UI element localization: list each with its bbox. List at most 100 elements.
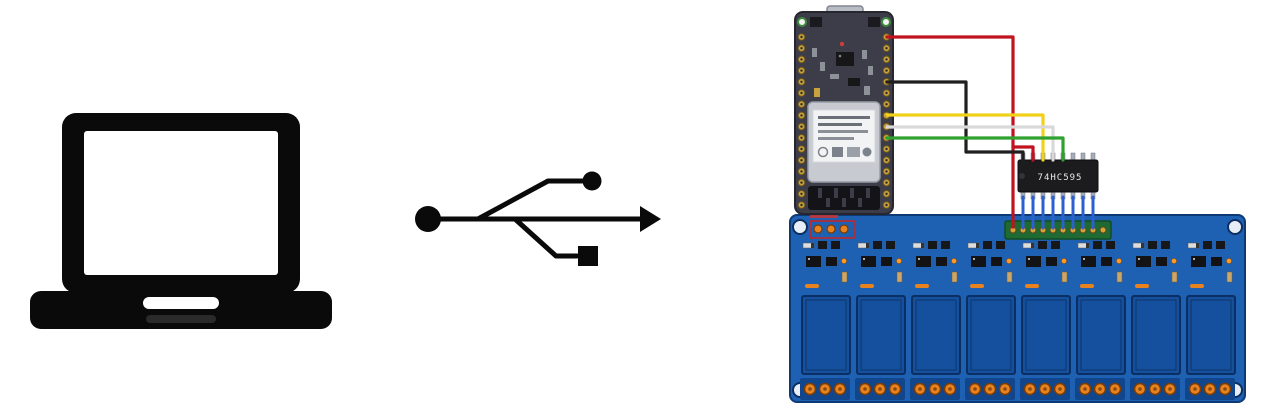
status-led (1061, 258, 1067, 264)
terminal-screw-slot (1113, 387, 1117, 391)
transistor (1106, 241, 1115, 249)
esp32-pin-hole (885, 91, 888, 95)
relay (1021, 295, 1071, 375)
esp32-pin-hole (885, 170, 888, 173)
esp32-pin-hole (885, 69, 888, 72)
esp32-pin-hole (800, 91, 803, 95)
status-led (1171, 258, 1177, 264)
driver-ic (1101, 257, 1112, 266)
esp32-shield-module (807, 101, 881, 183)
relay-channel (855, 241, 906, 400)
resistor (841, 271, 848, 283)
usb-lower-branch (512, 216, 580, 259)
resistor (1171, 271, 1178, 283)
esp32-pin-hole (885, 192, 888, 195)
esp32-pin-hole (800, 35, 803, 39)
mounting-hole (792, 219, 808, 235)
esp32-pin-hole (885, 47, 888, 50)
optocoupler (806, 256, 821, 267)
terminal-screw-slot (808, 387, 812, 391)
esp32-pin-hole (885, 103, 888, 106)
esp32-corner-hole (797, 17, 807, 27)
transistor (1216, 241, 1225, 249)
terminal-screw-slot (1028, 387, 1032, 391)
driver-ic (826, 257, 837, 266)
relay (1131, 295, 1181, 375)
optocoupler (1191, 256, 1206, 267)
resistor (915, 284, 929, 288)
esp32-pin-hole (800, 125, 803, 128)
diode-band (921, 243, 924, 248)
relay (911, 295, 961, 375)
en-button (810, 17, 822, 27)
wire-latch (885, 136, 1065, 162)
resistor (1190, 284, 1204, 288)
shift-register-chip: 74HC595 (1017, 152, 1099, 200)
label-logo (847, 147, 860, 157)
power-terminal-screw (813, 224, 823, 234)
terminal-screw-slot (918, 387, 922, 391)
esp32-smd-components (812, 41, 873, 97)
label-text-line (818, 130, 868, 133)
resistor (1080, 284, 1094, 288)
relay-outline (1025, 299, 1067, 371)
optocoupler (971, 256, 986, 267)
transistor (1038, 241, 1047, 249)
laptop-touchpad-notch (143, 297, 219, 309)
terminal-screw-slot (1153, 387, 1157, 391)
laptop-base (30, 291, 332, 329)
transistor (886, 241, 895, 249)
transistor (941, 241, 950, 249)
terminal-screw-slot (863, 387, 867, 391)
resistor (1226, 271, 1233, 283)
relay-channel (1185, 241, 1236, 400)
power-led (839, 41, 845, 47)
relay-channel (965, 241, 1016, 400)
driver-ic (1046, 257, 1057, 266)
resistor (1116, 271, 1123, 283)
status-led (1116, 258, 1122, 264)
chip-label: 74HC595 (1038, 173, 1083, 183)
terminal-screw-slot (1193, 387, 1197, 391)
relay (966, 295, 1016, 375)
boot-button (868, 17, 880, 27)
laptop-icon (30, 113, 332, 329)
esp32-pin-hole (885, 159, 888, 162)
status-led (1226, 258, 1232, 264)
resistor (1135, 284, 1149, 288)
esp32-pin-hole (800, 103, 803, 106)
output-wires (1021, 195, 1095, 230)
transistor (1148, 241, 1157, 249)
esp32-pin-hole (800, 159, 803, 162)
diode-band (1031, 243, 1034, 248)
diode-band (1086, 243, 1089, 248)
relay (801, 295, 851, 375)
optocoupler (1136, 256, 1151, 267)
optocoupler (861, 256, 876, 267)
wires (885, 35, 1095, 230)
label-logo (832, 147, 843, 157)
driver-ic (1156, 257, 1167, 266)
diode-band (866, 243, 869, 248)
driver-ic (881, 257, 892, 266)
relay-outline (1190, 299, 1232, 371)
terminal-screw-slot (1168, 387, 1172, 391)
resistor (1025, 284, 1039, 288)
chip-notch (1019, 173, 1025, 179)
terminal-screw-slot (838, 387, 842, 391)
terminal-screw-slot (1043, 387, 1047, 391)
label-text-line (818, 123, 862, 126)
power-terminal-screw (839, 224, 849, 234)
esp32-pin-hole (800, 170, 803, 173)
transistor (983, 241, 992, 249)
relay-module-board (789, 214, 1246, 403)
transistor (1093, 241, 1102, 249)
power-terminal-outline (809, 220, 855, 239)
relay (1186, 295, 1236, 375)
optocoupler-dot (918, 258, 920, 260)
header-hole (1099, 226, 1107, 234)
terminal-screw-slot (1098, 387, 1102, 391)
terminal-screw-slot (823, 387, 827, 391)
diode-band (811, 243, 814, 248)
